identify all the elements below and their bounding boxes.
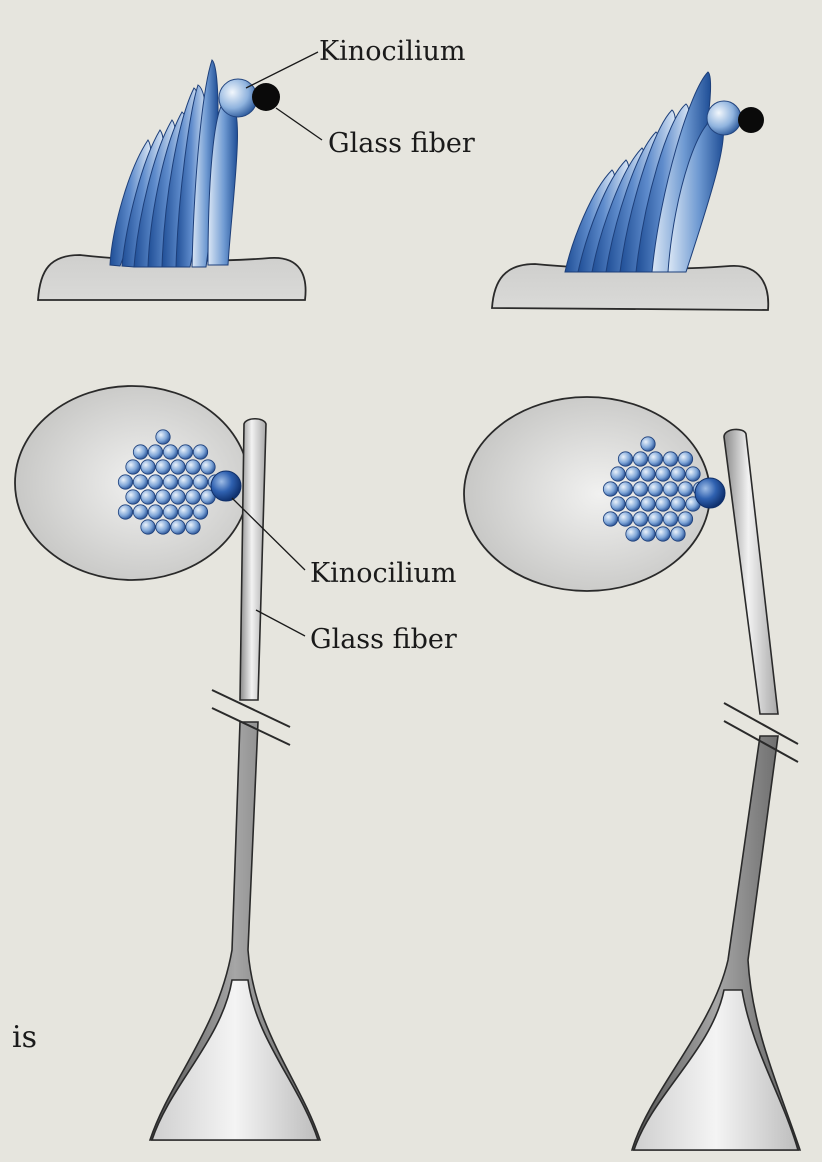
stereocilium-top <box>118 475 132 489</box>
stereocilium-top <box>163 475 177 489</box>
label-glass-fiber-bottom: Glass fiber <box>310 624 457 655</box>
stereocilium-top <box>611 467 625 481</box>
stereocilium-top <box>118 505 132 519</box>
side-view-left <box>38 52 322 300</box>
stereocilium-top <box>626 527 640 541</box>
stereocilium-top <box>171 490 185 504</box>
stereocilium-top <box>126 460 140 474</box>
stereocilium-top <box>603 482 617 496</box>
stereocilium-top <box>641 437 655 451</box>
glass-fiber-tip-left <box>252 83 280 111</box>
stereocilium-top <box>633 482 647 496</box>
stereocilium-top <box>156 460 170 474</box>
stereocilium-top <box>126 490 140 504</box>
stereocilium-top <box>618 482 632 496</box>
leader-glass-fiber-top <box>276 108 322 140</box>
label-kinocilium-top: Kinocilium <box>319 36 465 67</box>
stereocilium-top <box>171 460 185 474</box>
stereocilium-top <box>678 512 692 526</box>
glass-fiber-rod-right <box>724 429 778 714</box>
stereocilia-bundle-left <box>110 60 237 267</box>
stereocilium-top <box>641 467 655 481</box>
kinocilium-top-view-left <box>211 471 241 501</box>
stereocilium-top <box>163 505 177 519</box>
stereocilium-top <box>163 445 177 459</box>
stereocilium-top <box>133 445 147 459</box>
stereocilium-top <box>141 490 155 504</box>
stereocilium-top <box>626 467 640 481</box>
stereocilium-top <box>648 452 662 466</box>
glass-fiber-flare-left <box>152 980 318 1140</box>
stereocilium-top <box>648 482 662 496</box>
stereocilium-top <box>633 512 647 526</box>
stereocilium-top <box>178 505 192 519</box>
stereocilium-top <box>193 505 207 519</box>
stereocilium-top <box>141 460 155 474</box>
stereocilium-top <box>633 452 647 466</box>
stereocilium-top <box>193 445 207 459</box>
stereocilium-top <box>648 512 662 526</box>
stereocilium-top <box>156 430 170 444</box>
leader-glass-fiber-bottom <box>256 610 305 636</box>
label-glass-fiber-top: Glass fiber <box>328 128 475 159</box>
stereocilium-top <box>148 505 162 519</box>
stereocilium-top <box>671 467 685 481</box>
label-kinocilium-bottom: Kinocilium <box>310 558 456 589</box>
margin-text: is <box>12 1020 37 1055</box>
stereocilium-top <box>148 445 162 459</box>
stereocilium-top <box>678 482 692 496</box>
stereocilium-top <box>656 497 670 511</box>
stereocilium-top <box>156 520 170 534</box>
stereocilia-bundle-right <box>565 72 724 272</box>
kinocilium-top-view-right <box>695 478 725 508</box>
stereocilium-top <box>603 512 617 526</box>
stereocilium-top <box>663 512 677 526</box>
stereocilium-top <box>178 475 192 489</box>
stereocilium-top <box>148 475 162 489</box>
glass-fiber-rod-left <box>240 419 266 700</box>
stereocilium-top <box>186 460 200 474</box>
stereocilium-top <box>678 452 692 466</box>
stereocilium-top <box>618 452 632 466</box>
glass-fiber-flare-right <box>634 990 798 1150</box>
stereocilium-top <box>171 520 185 534</box>
stereocilium-top <box>141 520 155 534</box>
stereocilium-top <box>193 475 207 489</box>
stereocilium-top <box>611 497 625 511</box>
stereocilium-top <box>156 490 170 504</box>
stereocilium-top <box>663 452 677 466</box>
stereocilium-top <box>641 497 655 511</box>
stereocilium-top <box>626 497 640 511</box>
kinocilium-tip-right <box>707 101 741 135</box>
stereocilium-top <box>641 527 655 541</box>
stereocilium-top <box>201 460 215 474</box>
stereocilium-top <box>671 527 685 541</box>
stereocilium-top <box>656 527 670 541</box>
stereocilium-top <box>133 505 147 519</box>
stereocilium-top <box>618 512 632 526</box>
stereocilium-top <box>133 475 147 489</box>
stereocilium-top <box>686 467 700 481</box>
top-view-right <box>464 397 800 1150</box>
stereocilium-top <box>178 445 192 459</box>
stereocilium-top <box>186 520 200 534</box>
top-view-left <box>15 386 320 1140</box>
glass-fiber-tip-right <box>738 107 764 133</box>
leader-kinocilium-top <box>246 52 318 88</box>
stereocilium-top <box>656 467 670 481</box>
side-view-right <box>492 72 768 310</box>
stereocilium-top <box>186 490 200 504</box>
stereocilium-top <box>663 482 677 496</box>
stereocilium-top <box>671 497 685 511</box>
